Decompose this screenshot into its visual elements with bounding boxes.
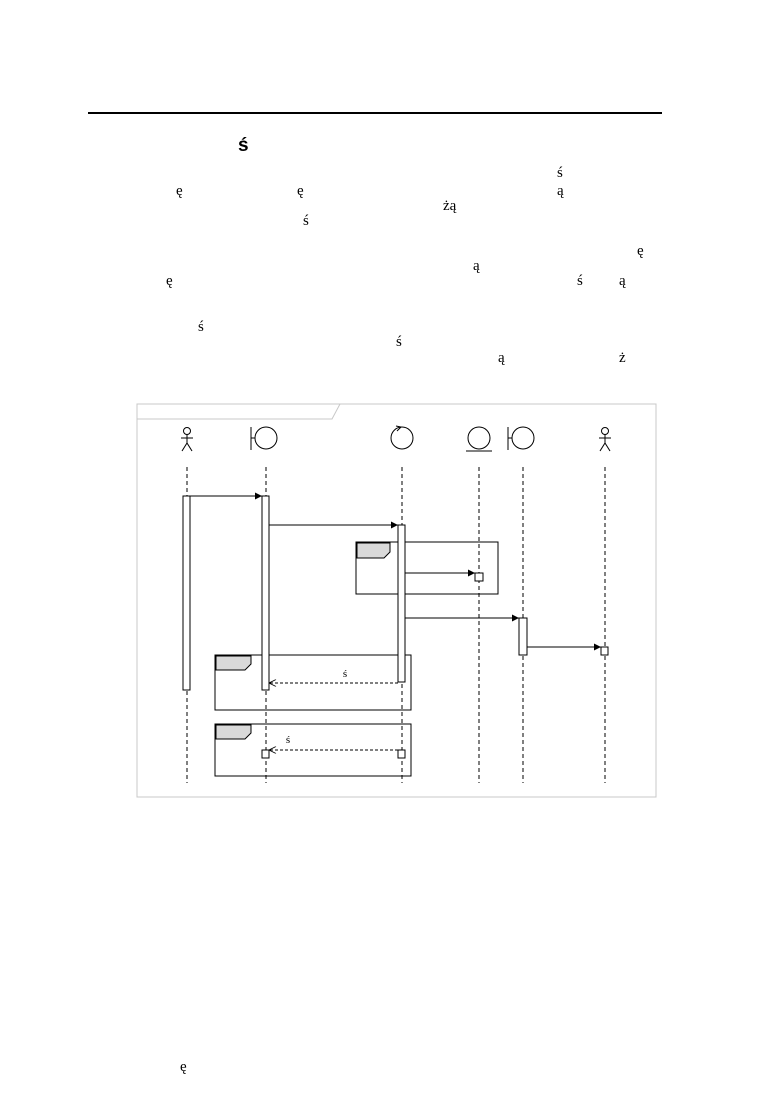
text-glyph: ą	[557, 183, 564, 199]
text-glyph: ę	[637, 243, 644, 259]
text-glyph: ś	[396, 334, 402, 350]
text-glyph: ę	[176, 183, 183, 199]
combined-fragment	[214, 654, 412, 711]
text-glyph: ą	[619, 273, 626, 289]
text-glyph: ę	[166, 273, 173, 289]
text-glyph: ż	[619, 350, 626, 366]
combined-fragment	[355, 541, 499, 595]
actor-icon	[599, 427, 611, 452]
return-message: ś	[269, 734, 398, 750]
footer-glyph: ę	[180, 1059, 187, 1075]
actor-icon	[181, 427, 193, 452]
entity-icon	[466, 426, 492, 452]
svg-text:ś: ś	[343, 668, 347, 680]
header-rule	[88, 112, 662, 114]
text-glyph: ą	[498, 350, 505, 366]
text-glyph: ś	[303, 213, 309, 229]
boundary-icon	[250, 426, 278, 450]
text-glyph: ś	[577, 273, 583, 289]
diagram-frame-tab	[137, 403, 341, 420]
boundary-icon	[507, 426, 535, 450]
activation-bar	[518, 617, 528, 656]
activation-bar	[397, 749, 406, 759]
return-message: ś	[269, 668, 398, 683]
combined-fragment	[214, 723, 412, 777]
section-heading: ś	[238, 135, 249, 156]
activation-bar	[182, 495, 191, 691]
svg-text:ś: ś	[286, 734, 290, 746]
text-glyph: ś	[198, 319, 204, 335]
activation-bar	[474, 572, 484, 582]
activation-bar	[397, 524, 406, 683]
text-glyph: żą	[443, 198, 457, 214]
activation-bar	[261, 749, 270, 759]
activation-bar	[261, 495, 270, 691]
diagram-frame	[136, 403, 657, 798]
activation-bar	[600, 646, 609, 656]
text-glyph: ś	[557, 165, 563, 181]
text-glyph: ę	[297, 183, 304, 199]
text-glyph: ą	[473, 258, 480, 274]
control-icon	[390, 425, 414, 450]
